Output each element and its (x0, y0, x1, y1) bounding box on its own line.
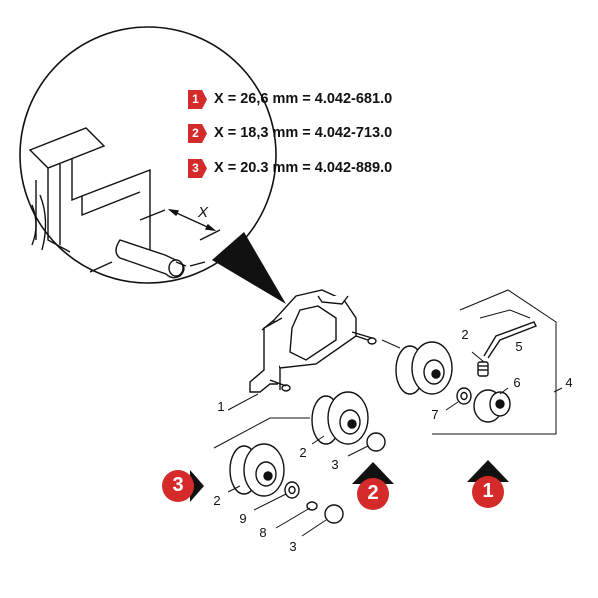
callout-3: 3 (331, 457, 339, 472)
wheel-variant-3 (229, 443, 344, 524)
spec-line-1: 1 X = 26,6 mm = 4.042-681.0 (188, 88, 392, 110)
callout-7: 7 (431, 407, 439, 422)
variant-badge-label: 2 (367, 482, 379, 504)
spec-text: X = 20.3 mm = 4.042-889.0 (214, 160, 393, 176)
detail-bracket-closeup (28, 127, 221, 279)
callout-2: 2 (213, 493, 221, 508)
variant-badge-label: 3 (172, 474, 184, 496)
callout-5: 5 (515, 339, 523, 354)
wheel-variant-2 (311, 391, 386, 452)
badge-1-icon: 1 (188, 89, 207, 109)
leader-line-1 (227, 393, 259, 411)
kit-outline-4 (432, 289, 557, 435)
callout-6: 6 (513, 375, 521, 390)
wheel-variant-1 (395, 321, 537, 423)
callout-3: 3 (289, 539, 297, 554)
assembly-outline-left (213, 417, 310, 449)
callout-9: 9 (239, 511, 247, 526)
spec-text: X = 26,6 mm = 4.042-681.0 (214, 91, 393, 107)
spec-badge-label: 1 (192, 91, 199, 106)
leader-lines (227, 339, 563, 537)
callout-4: 4 (565, 375, 573, 390)
badge-2-icon: 2 (188, 123, 207, 143)
spec-badge-label: 2 (192, 125, 199, 140)
spec-badge-label: 3 (192, 160, 199, 175)
spec-text: X = 18,3 mm = 4.042-713.0 (214, 125, 393, 141)
spec-line-3: 3 X = 20.3 mm = 4.042-889.0 (188, 157, 392, 179)
callout-2: 2 (299, 445, 307, 460)
variant-badge-2: 2 (350, 462, 396, 510)
magnifier-pointer (212, 232, 286, 304)
callout-8: 8 (259, 525, 267, 540)
spec-line-2: 2 X = 18,3 mm = 4.042-713.0 (188, 122, 392, 144)
variant-badge-3: 3 (160, 466, 206, 506)
badge-3-icon: 3 (188, 158, 207, 178)
variant-badge-label: 1 (482, 480, 494, 502)
detail-magnifier-circle (19, 26, 277, 284)
dimension-x-label: X (197, 204, 208, 221)
kit-outline-4b (479, 309, 531, 319)
bracket-part-1 (249, 289, 377, 393)
callout-1: 1 (217, 399, 225, 414)
variant-badge-1: 1 (465, 460, 511, 508)
callout-2: 2 (461, 327, 469, 342)
